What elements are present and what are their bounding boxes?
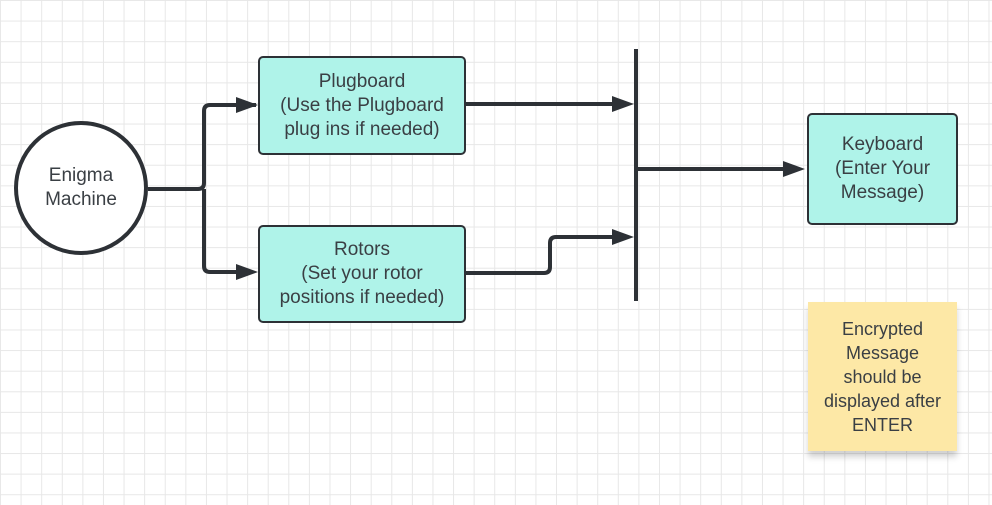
arrowhead-icon (236, 264, 258, 280)
arrowhead-icon (612, 229, 634, 245)
connector-start-to-rotors (202, 189, 240, 274)
arrowhead-icon (783, 161, 805, 177)
process-node-rotors[interactable]: Rotors (Set your rotor positions if need… (258, 225, 466, 323)
process-node-plugboard[interactable]: Plugboard (Use the Plugboard plug ins if… (258, 56, 466, 155)
start-node-enigma-machine[interactable]: Enigma Machine (14, 121, 148, 255)
connector-start-to-plugboard (148, 103, 256, 191)
plugboard-node-label: Plugboard (Use the Plugboard plug ins if… (280, 70, 444, 140)
arrowhead-icon (612, 96, 634, 112)
rotors-node-label: Rotors (Set your rotor positions if need… (279, 239, 445, 308)
arrowhead-icon (236, 97, 258, 113)
keyboard-node-label: Keyboard (Enter Your Message) (834, 134, 931, 203)
connector-rotors-to-bus (466, 235, 616, 275)
process-node-keyboard[interactable]: Keyboard (Enter Your Message) (807, 113, 958, 225)
sticky-note[interactable]: Encrypted Message should be displayed af… (808, 302, 957, 451)
sticky-note-text: Encrypted Message should be displayed af… (823, 318, 942, 435)
start-node-label: Enigma Machine (45, 165, 117, 210)
